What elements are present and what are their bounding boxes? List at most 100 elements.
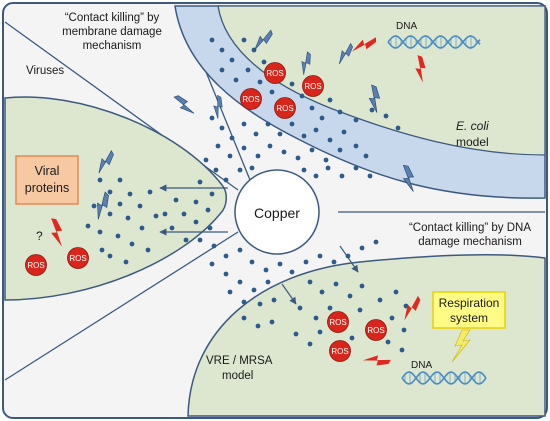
ros-label: ROS	[367, 326, 384, 335]
copper-ion-dot	[257, 301, 263, 307]
copper-ion-dot	[162, 211, 168, 217]
copper-ion-dot	[281, 149, 287, 155]
copper-ion-dot	[241, 299, 247, 305]
copper-bolt-icon	[254, 29, 273, 51]
red-bolt-icon	[415, 55, 426, 83]
copper-ion-dot	[363, 153, 369, 159]
copper-ion-dot	[373, 239, 379, 245]
copper-ion-dot	[271, 297, 277, 303]
copper-label: Copper	[254, 205, 300, 221]
copper-ion-dot	[241, 315, 247, 321]
arrow-to-vre-right	[339, 245, 359, 273]
copper-ion-dot	[249, 165, 255, 171]
arrow-to-vre-left	[281, 283, 297, 305]
copper-ion-dot	[301, 167, 307, 173]
copper-ion-dot	[339, 173, 345, 179]
copper-ion-dot	[255, 323, 261, 329]
copper-ion-dot	[223, 253, 229, 259]
copper-ion-dot	[299, 93, 305, 99]
membrane-damage-label-line1: “Contact killing” by	[65, 12, 160, 24]
copper-ion-dot	[227, 153, 233, 159]
copper-ion-dot	[219, 67, 225, 73]
virus-cell	[4, 96, 227, 301]
viral-proteins-line1: Viral	[35, 164, 60, 178]
copper-ion-dot	[369, 107, 375, 113]
copper-ion-dot	[169, 225, 175, 231]
copper-ion-dot	[313, 173, 319, 179]
copper-ion-dot	[229, 135, 235, 141]
copper-ion-dot	[269, 319, 275, 325]
copper-bolt-icon	[173, 95, 195, 114]
copper-ion-dot	[241, 145, 247, 151]
dna-damage-label-line1: “Contact killing” by DNA	[409, 222, 531, 234]
copper-ion-dot	[215, 143, 221, 149]
copper-ion-dot	[203, 157, 209, 163]
copper-ion-dot	[367, 173, 373, 179]
viral-proteins-line2: proteins	[25, 181, 69, 195]
copper-ion-dot	[301, 133, 307, 139]
copper-ion-dot	[347, 293, 353, 299]
copper-ion-dot	[307, 341, 313, 347]
ros-circle	[264, 62, 286, 84]
copper-ion-dot	[277, 131, 283, 137]
copper-ion-dot	[293, 331, 299, 337]
copper-bolt-icon	[301, 51, 311, 75]
copper-ion-dot	[173, 197, 179, 203]
vre-mrsa-label-line1: VRE / MRSA	[206, 355, 273, 367]
copper-ion-dot	[263, 267, 269, 273]
copper-ion-dot	[219, 47, 225, 53]
ros-label: ROS	[266, 69, 283, 78]
ros-label: ROS	[69, 254, 86, 263]
dna-strand	[401, 371, 487, 385]
copper-ion-dot	[125, 215, 131, 221]
copper-ion-dot	[357, 307, 363, 313]
copper-ion-dot	[257, 79, 263, 85]
copper-ion-dot	[229, 57, 235, 63]
copper-ion-dot	[85, 223, 91, 229]
respiration-bolt-icon	[451, 329, 471, 363]
ros-label: ROS	[329, 318, 346, 327]
copper-ion-dot	[107, 211, 113, 217]
copper-ion-dot	[289, 269, 295, 275]
copper-ion-dot	[265, 121, 271, 127]
copper-ion-dot	[327, 137, 333, 143]
copper-ion-dot	[107, 253, 113, 259]
copper-ion-dot	[213, 167, 219, 173]
copper-ion-dot	[353, 117, 359, 123]
copper-ion-dot	[205, 207, 211, 213]
copper-ion-dot	[241, 37, 247, 43]
dna-strand	[387, 35, 481, 49]
copper-ion-dot	[137, 203, 143, 209]
copper-ion-dot	[377, 297, 383, 303]
ros-circle	[25, 254, 47, 276]
ros-circle	[274, 97, 296, 119]
copper-ion-dot	[399, 347, 405, 353]
copper-ion-dot	[91, 203, 97, 209]
copper-ion-dot	[209, 191, 215, 197]
copper-ion-dot	[297, 305, 303, 311]
copper-ion-dot	[207, 225, 213, 231]
red-bolt-icon	[404, 295, 421, 321]
copper-bolt-icon	[97, 191, 109, 220]
copper-ion-dot	[97, 177, 103, 183]
copper-ion-dot	[117, 201, 123, 207]
copper-ion-dot	[127, 191, 133, 197]
copper-ion-dot	[353, 165, 359, 171]
copper-ion-dot	[223, 177, 229, 183]
copper-ion-dot	[337, 109, 343, 115]
copper-ion-dot	[337, 147, 343, 153]
copper-particle	[234, 169, 320, 255]
ros-label: ROS	[331, 347, 348, 356]
copper-ion-dot	[261, 59, 267, 65]
ros-circle	[67, 247, 89, 269]
ros-circle	[365, 319, 387, 341]
copper-ion-dot	[197, 237, 203, 243]
copper-ion-dot	[323, 157, 329, 163]
respiration-line1: Respiration	[439, 296, 500, 310]
copper-ion-dot	[393, 289, 399, 295]
copper-ion-dot	[219, 125, 225, 131]
copper-ion-dot	[233, 77, 239, 83]
ros-label: ROS	[27, 261, 44, 270]
ros-circle	[302, 75, 324, 97]
copper-ion-dot	[277, 261, 283, 267]
